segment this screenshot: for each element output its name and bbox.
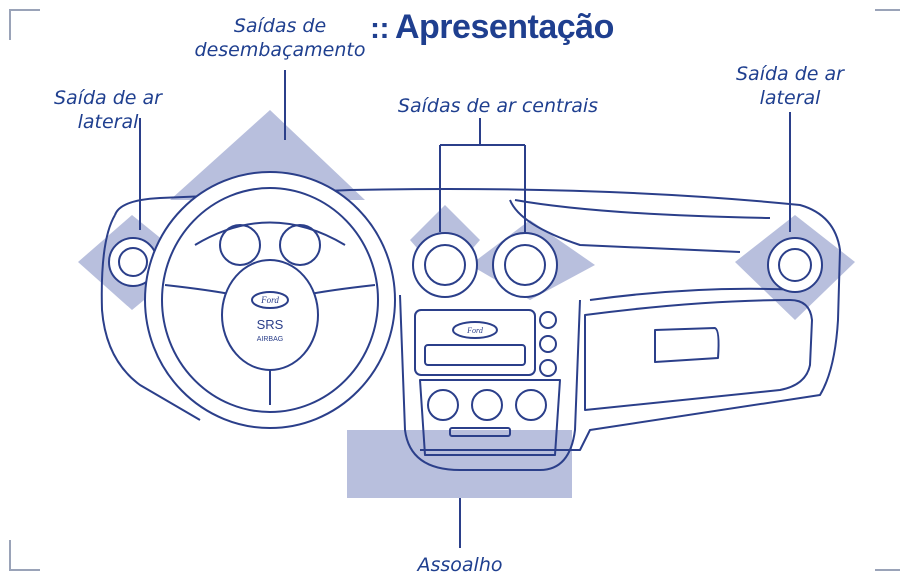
label-center-vents: Saídas de ar centrais xyxy=(397,95,599,117)
knob-distribution xyxy=(515,389,547,421)
label-left-lateral-vent-line1: Saída de ar xyxy=(54,87,162,109)
floor-airflow xyxy=(347,430,572,498)
defrost-airflow xyxy=(170,110,365,200)
knob-temperature xyxy=(427,389,459,421)
page-title: ::Apresentação xyxy=(370,8,614,47)
label-right-lateral-vent-line2: lateral xyxy=(759,87,821,109)
radio-ford-text: Ford xyxy=(466,326,484,335)
right-lateral-vent xyxy=(767,237,823,293)
center-left-vent xyxy=(412,232,478,298)
knob-fan xyxy=(471,389,503,421)
climate-knobs xyxy=(427,389,547,421)
corner-marks xyxy=(9,9,900,571)
left-lateral-vent xyxy=(108,237,158,287)
srs-text: SRS xyxy=(257,317,284,332)
title-prefix: :: xyxy=(370,12,389,45)
title-text: Apresentação xyxy=(394,8,614,46)
airbag-text: AIRBAG xyxy=(257,336,283,343)
leader-lines xyxy=(139,70,791,548)
label-defrost-vents: Saídas de desembaçamento xyxy=(180,14,380,62)
label-left-lateral-vent-line2: lateral xyxy=(77,111,139,133)
leader-center-vents xyxy=(439,118,526,232)
label-right-lateral-vent: Saída de ar lateral xyxy=(725,62,855,110)
label-left-lateral-vent: Saída de ar lateral xyxy=(48,86,168,134)
label-floor: Assoalho xyxy=(417,554,503,576)
radio-ford-badge: Ford xyxy=(452,321,498,339)
ford-logo xyxy=(251,291,289,309)
steering-wheel xyxy=(144,171,396,429)
label-defrost-line1: Saídas de xyxy=(233,15,327,37)
center-right-vent xyxy=(492,232,558,298)
label-defrost-line2: desembaçamento xyxy=(194,39,366,61)
vents xyxy=(108,232,823,298)
ford-logo-text: Ford xyxy=(260,295,279,305)
label-right-lateral-vent-line1: Saída de ar xyxy=(736,63,844,85)
dashboard-outline xyxy=(100,188,841,471)
